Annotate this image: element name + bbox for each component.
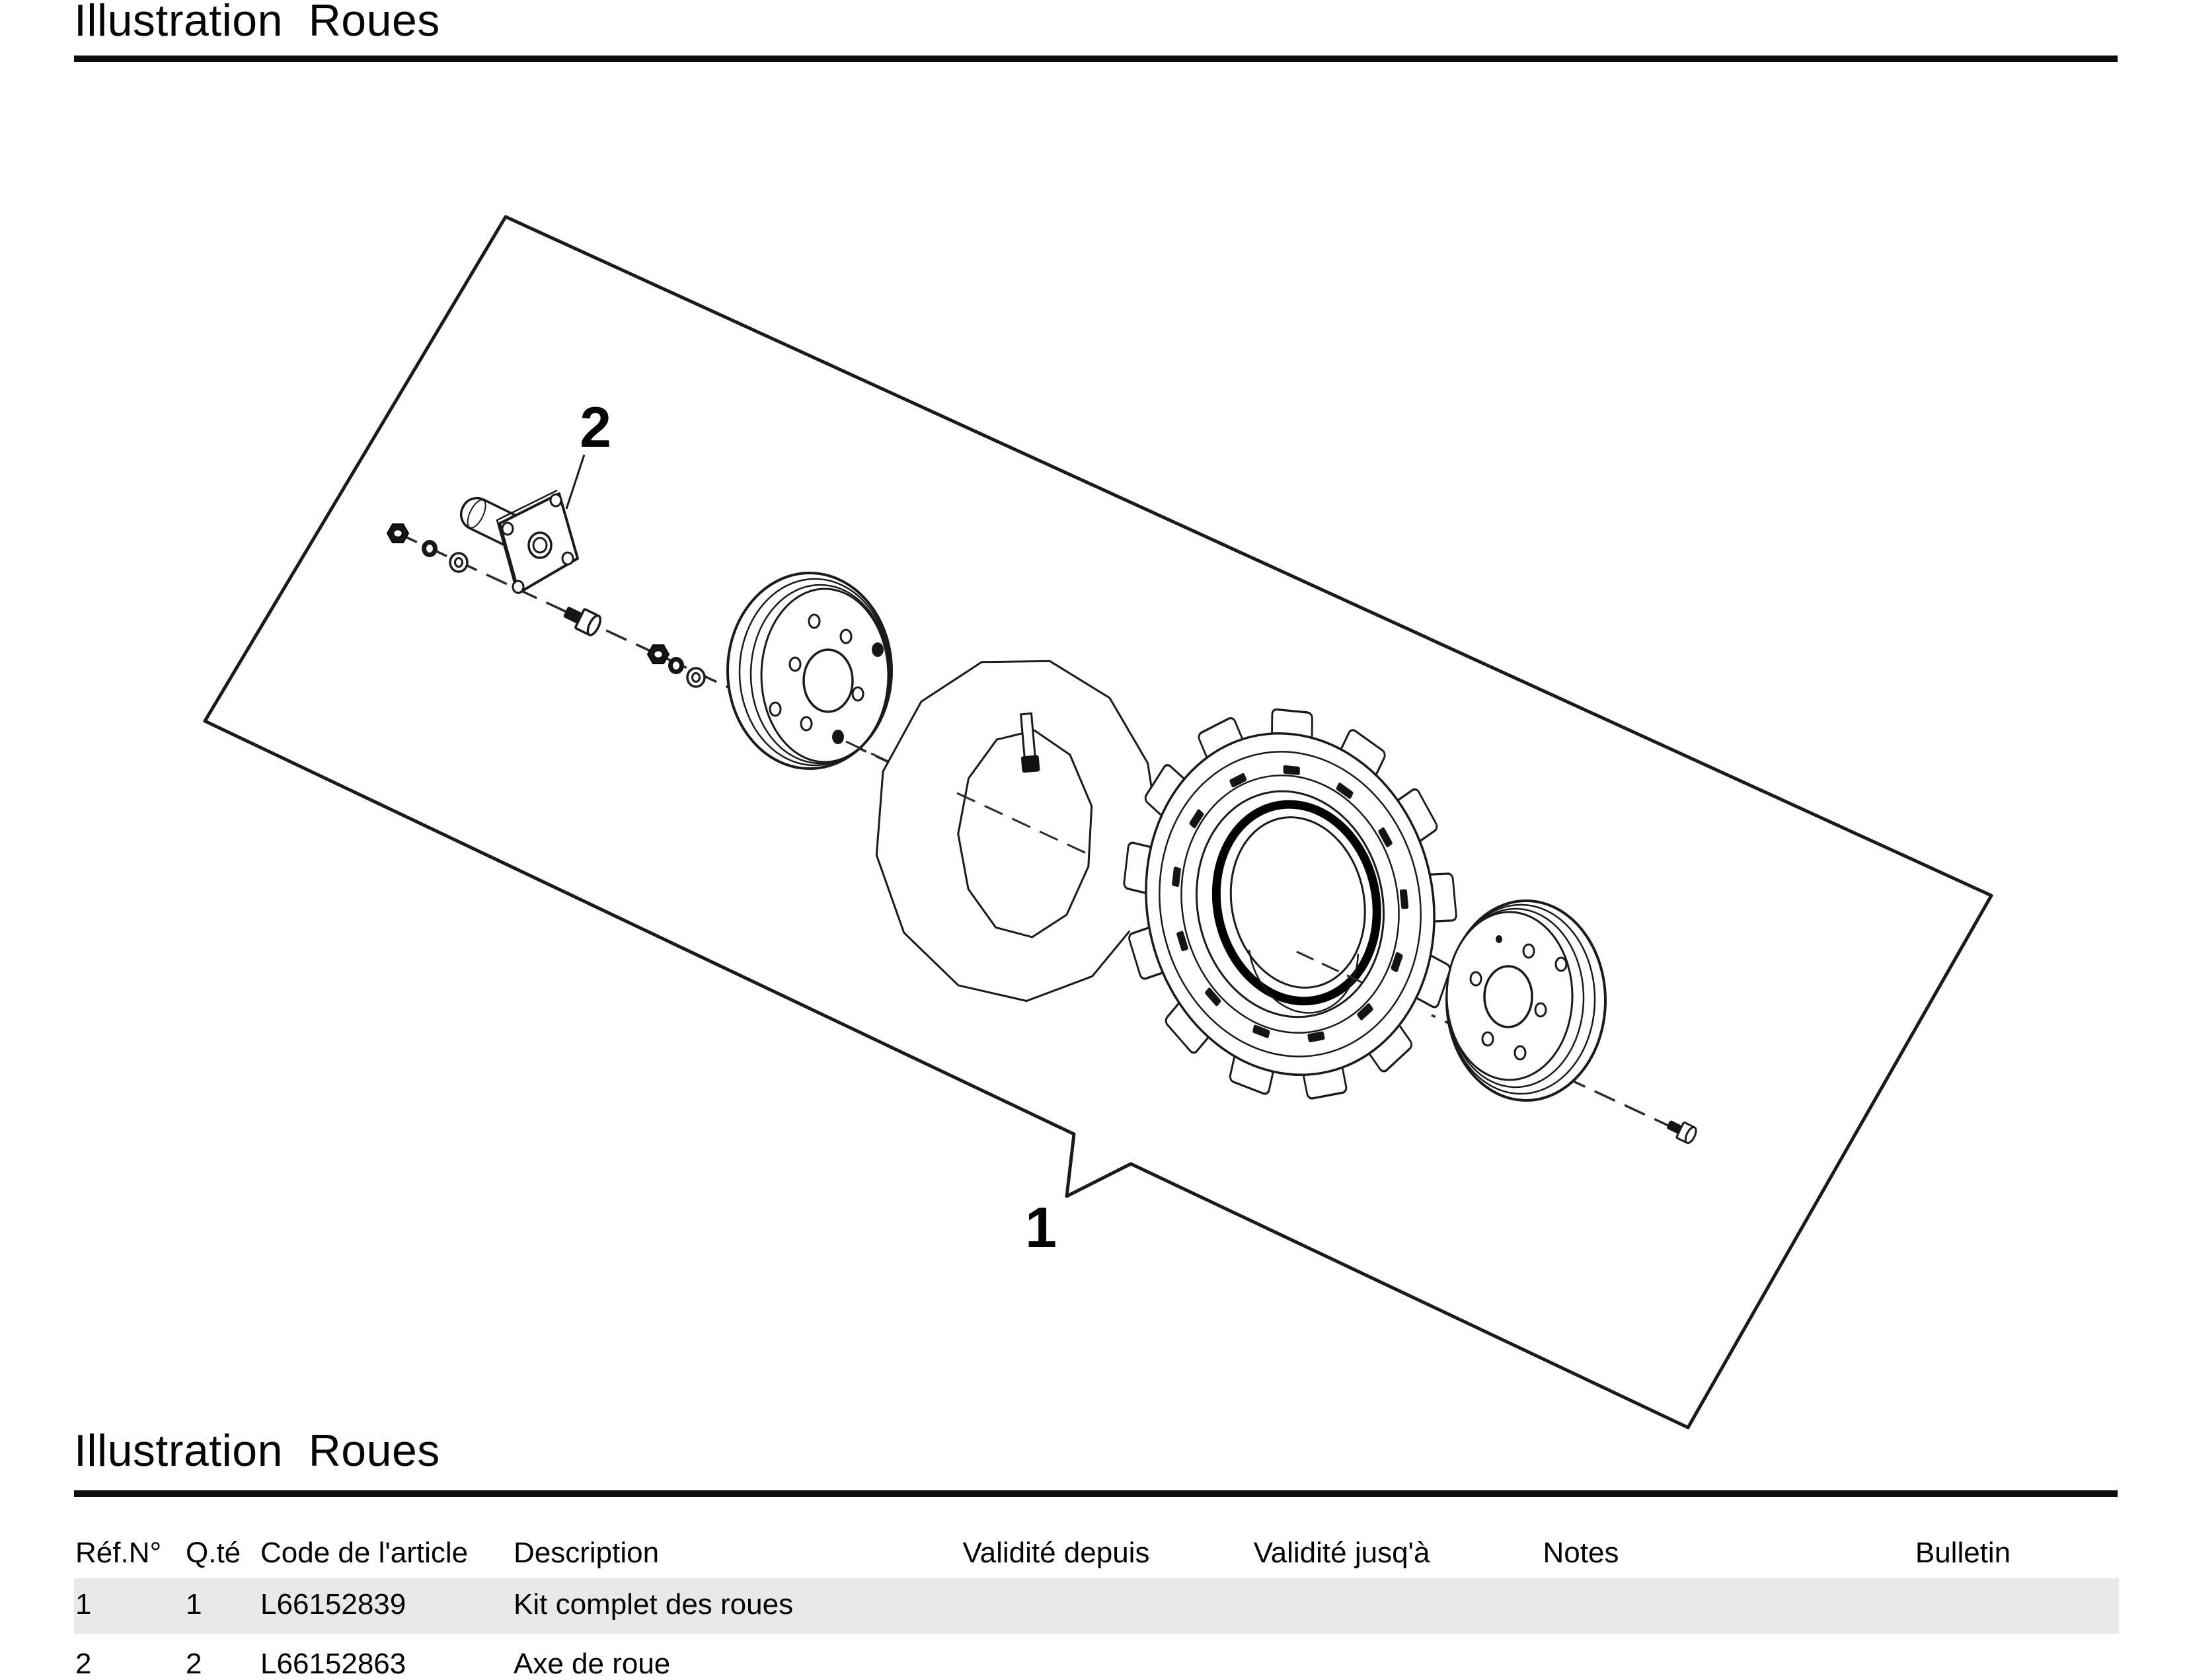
valve-stem (1019, 712, 1040, 773)
col-header-ref: Réf.N° (75, 1537, 162, 1569)
top-rule (74, 56, 2118, 62)
end-hex-bolt (1666, 1120, 1697, 1144)
axis-centerline-segment (1296, 950, 1363, 984)
bracket-corner-hole (512, 580, 525, 594)
fastener-set-b (646, 644, 706, 688)
callout-2-label: 2 (580, 396, 611, 459)
cell-row2-description: Axe de roue (514, 1648, 671, 1680)
cell-row1-qty: 1 (186, 1588, 202, 1621)
bottom-rule (74, 1490, 2118, 1497)
inner-tube (875, 660, 1161, 1003)
tire (1123, 708, 1457, 1100)
col-header-code: Code de l'article (260, 1537, 469, 1569)
col-header-valid-from: Validité depuis (962, 1537, 1150, 1569)
col-header-bulletin: Bulletin (1915, 1537, 2011, 1569)
cell-row2-code: L66152863 (260, 1648, 406, 1680)
page-title: Illustration Roues (74, 0, 440, 46)
hex-bolt (563, 607, 601, 636)
callout-2-leader (565, 454, 586, 510)
cell-row1-code: L66152839 (260, 1588, 406, 1621)
rim-center-hole (802, 648, 854, 713)
rim-center-hole (1483, 965, 1533, 1028)
callout-1-label: 1 (1025, 1196, 1057, 1260)
cell-row2-qty: 2 (186, 1648, 202, 1680)
cell-row1-ref: 1 (75, 1588, 92, 1621)
bracket-corner-hole (549, 493, 562, 508)
axle-bracket (459, 489, 579, 594)
fastener-set-a (386, 523, 469, 573)
illustration-border (203, 215, 1993, 1430)
col-header-description: Description (514, 1537, 660, 1569)
wheel-rim-outer (1445, 899, 1607, 1102)
col-header-notes: Notes (1543, 1537, 1619, 1569)
col-header-qty: Q.té (186, 1537, 241, 1569)
cell-row1-description: Kit complet des roues (514, 1588, 794, 1621)
wheel-rim-inner (726, 572, 894, 770)
cell-row2-ref: 2 (75, 1648, 92, 1680)
table-row-shading (74, 1578, 2119, 1634)
inner-tube-hole (957, 729, 1093, 938)
tire-tread-slots (1172, 765, 1409, 1043)
bracket-edge-thickness (496, 489, 558, 590)
bracket-corner-hole (501, 521, 514, 536)
section-title: Illustration Roues (74, 1426, 440, 1476)
col-header-valid-to: Validité jusq'à (1253, 1537, 1430, 1569)
bracket-corner-hole (561, 551, 574, 566)
